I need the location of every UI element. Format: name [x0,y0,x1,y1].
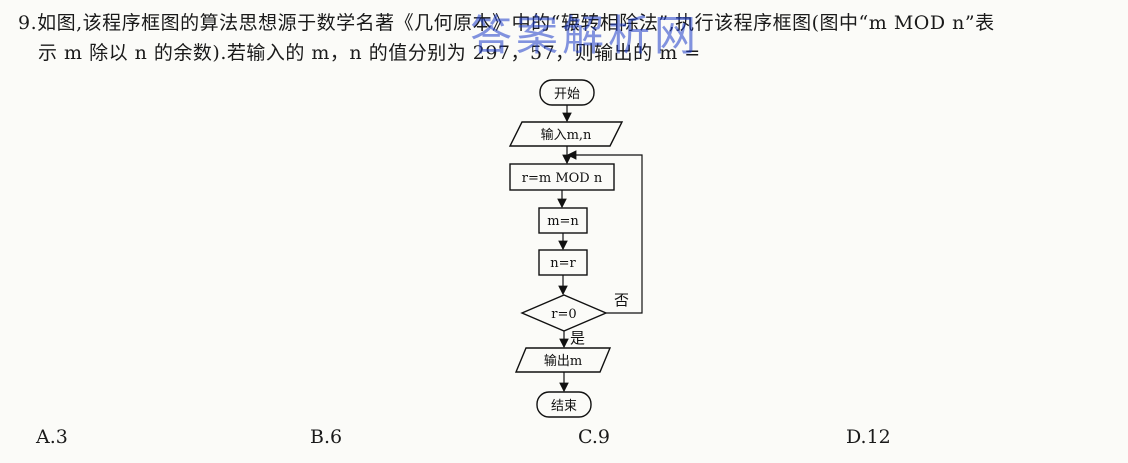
end-label: 结束 [551,399,577,414]
assign-n-label: n=r [550,256,576,271]
question-text-line-2: 示 m 除以 n 的余数).若输入的 m，n 的值分别为 297，57，则输出的… [38,42,701,64]
option-b[interactable]: B.6 [310,426,343,448]
start-label: 开始 [554,87,580,102]
output-parallelogram [514,347,612,373]
option-a[interactable]: A.3 [36,426,68,448]
decision-label: r=0 [551,307,576,322]
output-label: 输出m [544,353,582,369]
no-branch-label: 否 [614,291,629,309]
option-c[interactable]: C.9 [578,426,610,448]
end-terminal [536,391,592,418]
loop-back-line [566,150,643,314]
input-label: 输入m,n [541,127,592,143]
assign-m-label: m=n [547,214,579,229]
question-text-line-1: 9.如图,该程序框图的算法思想源于数学名著《几何原本》中的“辗转相除法”,执行该… [18,12,995,34]
option-d[interactable]: D.12 [846,426,891,448]
input-parallelogram [508,121,624,147]
yes-branch-label: 是 [570,329,585,347]
mod-process-label: r=m MOD n [522,171,603,186]
